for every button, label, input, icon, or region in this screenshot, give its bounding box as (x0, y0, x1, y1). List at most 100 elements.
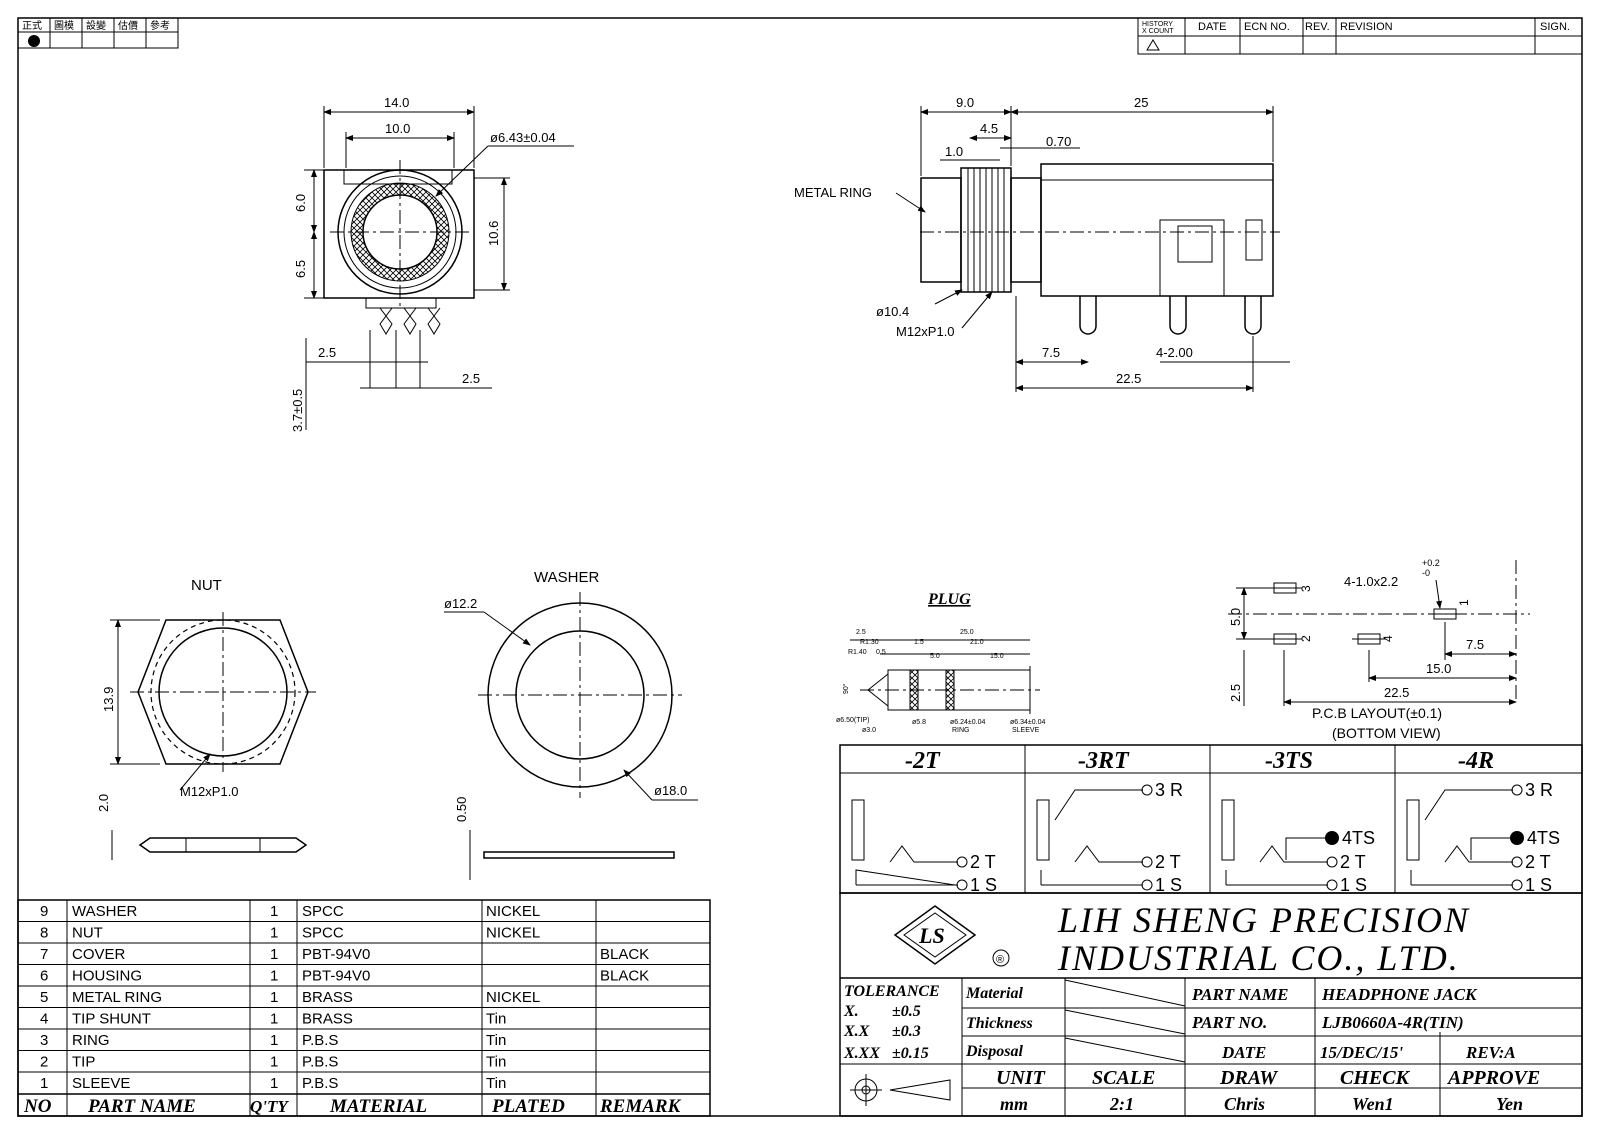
plug-l-25: 2.5 (856, 629, 866, 636)
history-ecn: ECN NO. (1244, 21, 1290, 33)
bom-h-no: NO (23, 1096, 52, 1117)
bom-cell: NICKEL (486, 989, 540, 1006)
date-value: 15/DEC/15' (1320, 1043, 1403, 1062)
3rt-pin-3: 3 R (1155, 780, 1183, 800)
bom-cell: METAL RING (72, 989, 162, 1006)
tol-x: X. (843, 1003, 859, 1020)
bom-cell: 5 (40, 989, 48, 1006)
dim-1: 1.0 (945, 144, 963, 159)
bom-h-material: MATERIAL (329, 1096, 427, 1117)
variant-3rt: -3RT (1078, 748, 1130, 774)
bom-cell: P.B.S (302, 1075, 338, 1092)
dim-104: ø10.4 (876, 304, 909, 319)
bom-cell: 1 (270, 903, 278, 920)
pcb-layout: 3 2 4 1 4-1.0x2.2 +0.2 -0 5.0 2.5 7.5 15… (1228, 558, 1530, 741)
dim-m12: M12xP1.0 (896, 324, 955, 339)
disposal-label: Disposal (965, 1043, 1023, 1060)
pcb-dim-15: 15.0 (1426, 661, 1451, 676)
bom-h-remark: REMARK (599, 1096, 682, 1117)
tol-xxx-val: ±0.15 (892, 1045, 929, 1062)
washer-dim-05: 0.50 (454, 797, 469, 822)
bom-cell: 1 (270, 989, 278, 1006)
bom-cell: RING (72, 1032, 110, 1049)
stamp-h1: 正式 (22, 19, 42, 32)
plug-l-tip: ø6.50(TIP) (836, 717, 869, 724)
plug-l-58: ø5.8 (912, 719, 926, 726)
plug-l-15: 1.5 (914, 639, 924, 646)
plug-l-ring: RING (952, 727, 970, 734)
dim-106: 10.6 (486, 221, 501, 246)
unit-value: mm (1000, 1094, 1028, 1114)
part-no-label: PART NO. (1191, 1013, 1267, 1032)
dim-65: 6.5 (293, 260, 308, 278)
washer-title: WASHER (534, 569, 599, 586)
logo-mark: LS (918, 923, 945, 948)
part-name-label: PART NAME (1191, 985, 1289, 1004)
history-date: DATE (1198, 21, 1227, 33)
dim-45: 4.5 (980, 121, 998, 136)
plug-l-250: 25.0 (960, 629, 974, 636)
pcb-view: (BOTTOM VIEW) (1332, 725, 1441, 741)
pcb-label: P.C.B LAYOUT(±0.1) (1312, 705, 1442, 721)
plug-l-sleeve: SLEEVE (1012, 727, 1040, 734)
plug-l-150: 15.0 (990, 653, 1004, 660)
check-label: CHECK (1340, 1067, 1411, 1089)
pcb-pin-1: 1 (1457, 599, 1471, 606)
bom-cell: 7 (40, 946, 48, 963)
company-line2: INDUSTRIAL CO., LTD. (1057, 938, 1460, 978)
bom-cell: WASHER (72, 903, 137, 920)
4r-pin-3: 3 R (1525, 780, 1553, 800)
plug-l-30: ø3.0 (862, 727, 876, 734)
pcb-dim-225: 22.5 (1384, 685, 1409, 700)
approve-value: Yen (1496, 1094, 1523, 1114)
bom-cell: 1 (40, 1075, 48, 1092)
nut-dim-139: 13.9 (101, 687, 116, 712)
scale-label: SCALE (1092, 1067, 1155, 1089)
2t-pin-2: 2 T (970, 852, 996, 872)
plug-l-210: 21.0 (970, 639, 984, 646)
side-view: 9.0 25 4.5 1.0 0.70 METAL RING ø10.4 M12… (794, 95, 1290, 392)
bom-h-plated: PLATED (491, 1096, 565, 1117)
3ts-pin-2: 2 T (1340, 852, 1366, 872)
thickness-label: Thickness (966, 1015, 1033, 1032)
scale-value: 2:1 (1109, 1094, 1134, 1114)
part-no-value: LJB0660A-4R(TIN) (1321, 1013, 1464, 1032)
bom-cell: SLEEVE (72, 1075, 130, 1092)
bom-cell: 3 (40, 1032, 48, 1049)
stamp-h2: 圖模 (54, 20, 74, 32)
plug-title: PLUG (927, 591, 971, 608)
variant-4r: -4R (1458, 748, 1494, 774)
bom-cell: 4 (40, 1011, 48, 1028)
bom-cell: 1 (270, 968, 278, 985)
pcb-tol-minus: -0 (1422, 568, 1430, 578)
dim-25b: 2.5 (462, 371, 480, 386)
dim-25: 25 (1134, 95, 1148, 110)
pcb-dim-25: 2.5 (1228, 684, 1243, 702)
plug-l-634: ø6.34±0.04 (1010, 719, 1045, 726)
variant-schematics: -2T -3RT -3TS -4R 2 T 1 S 3 R 2 T 1 S 4T… (839, 744, 1583, 895)
title-block: LS ® LIH SHENG PRECISION INDUSTRIAL CO.,… (839, 892, 1583, 1117)
check-value: Wen1 (1352, 1094, 1394, 1114)
tol-x-val: ±0.5 (892, 1003, 921, 1020)
pcb-pin-2: 2 (1299, 635, 1313, 642)
bom-cell: PBT-94V0 (302, 968, 370, 985)
bom-cell: P.B.S (302, 1054, 338, 1071)
dim-4x2: 4-2.00 (1156, 345, 1193, 360)
nut-view: NUT 13.9 M12xP1.0 2.0 (96, 577, 316, 860)
bom-cell: 1 (270, 946, 278, 963)
washer-dim-122: ø12.2 (444, 596, 477, 611)
reg-mark: ® (996, 954, 1004, 966)
pcb-pin-4: 4 (1381, 635, 1395, 642)
bom-cell: Tin (486, 1054, 506, 1071)
bom-cell: BRASS (302, 989, 353, 1006)
dim-25a: 2.5 (318, 345, 336, 360)
history-label: HISTORY (1142, 21, 1173, 28)
projection-symbol-icon (850, 1074, 951, 1106)
plug-l-50: 5.0 (930, 653, 940, 660)
4r-pin-2: 2 T (1525, 852, 1551, 872)
bom-cell: NUT (72, 925, 103, 942)
metal-ring-label: METAL RING (794, 185, 872, 200)
count-label: X COUNT (1142, 28, 1174, 35)
bom-cell: HOUSING (72, 968, 142, 985)
